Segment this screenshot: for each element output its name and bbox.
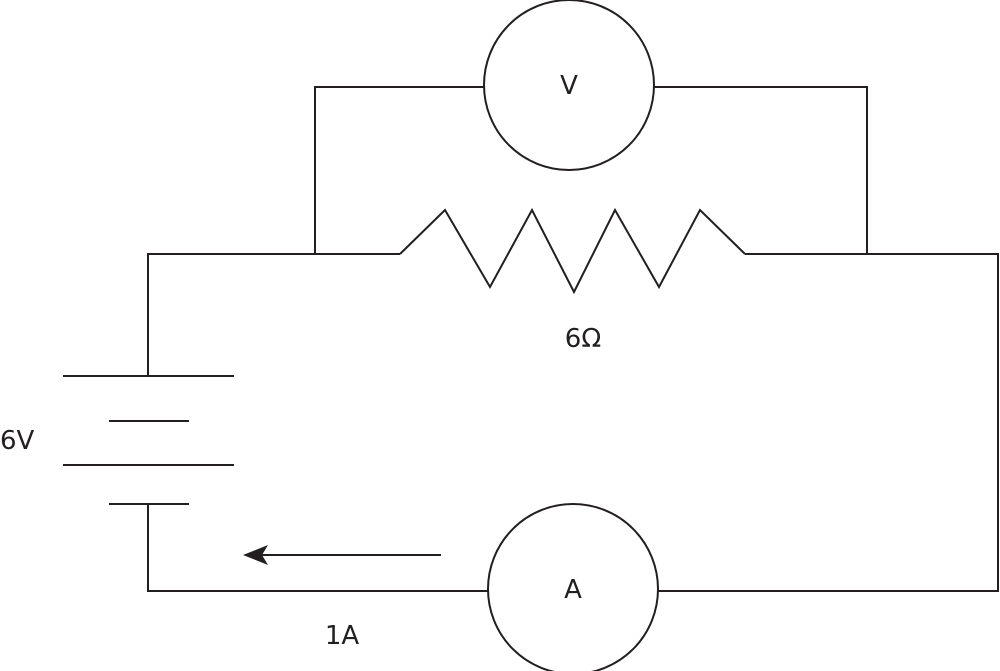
ammeter-symbol: A bbox=[564, 575, 582, 605]
current-label: 1A bbox=[325, 621, 360, 651]
current-arrow bbox=[243, 545, 441, 565]
resistor-zigzag bbox=[399, 207, 746, 295]
top-wire-right bbox=[657, 253, 999, 592]
top-wire-left bbox=[147, 253, 400, 376]
voltmeter-circle bbox=[483, 0, 655, 171]
bottom-wire-left bbox=[147, 504, 488, 592]
resistor-label: 6Ω bbox=[565, 324, 601, 354]
voltmeter-symbol: V bbox=[560, 71, 578, 101]
ammeter-circle bbox=[487, 503, 659, 671]
current-arrow-head bbox=[243, 545, 268, 565]
ammeter: A bbox=[487, 503, 659, 671]
battery-symbol bbox=[63, 375, 234, 505]
voltmeter-branch-wire-right bbox=[654, 86, 868, 254]
voltmeter: V bbox=[483, 0, 655, 171]
battery-label: 6V bbox=[0, 426, 35, 456]
voltmeter-branch-wire bbox=[314, 86, 484, 254]
